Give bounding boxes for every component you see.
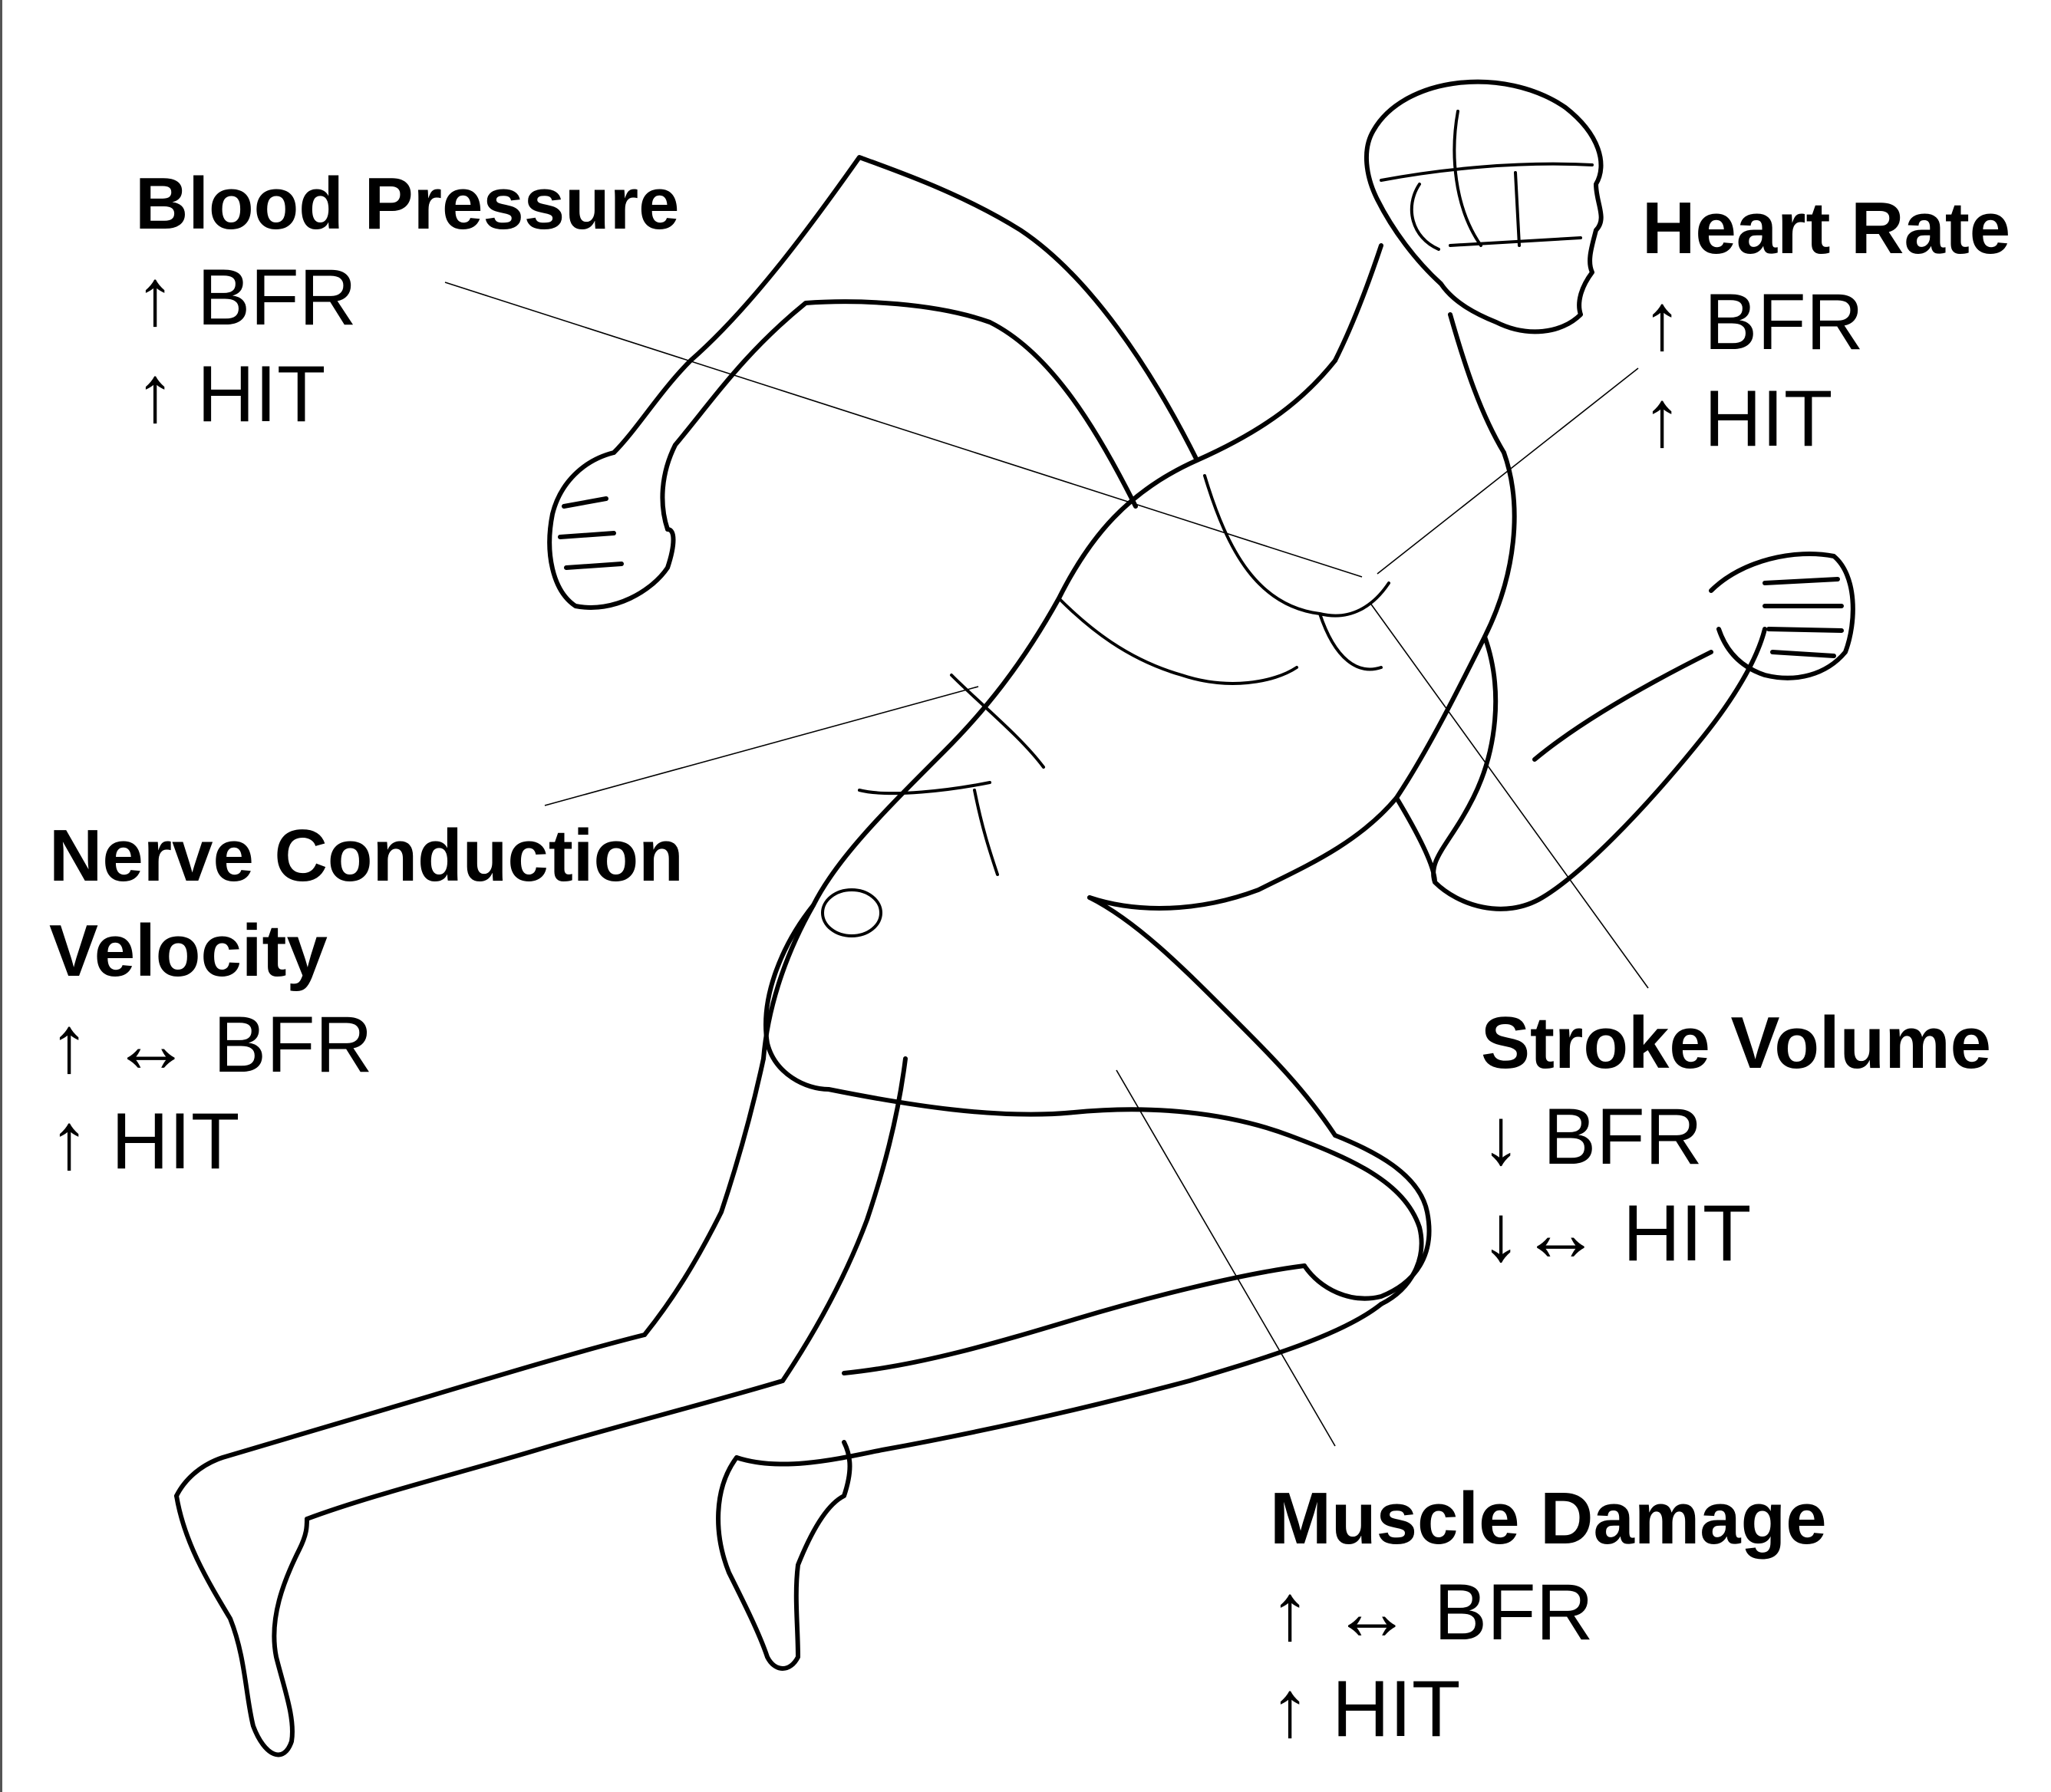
front-arm — [1396, 629, 1765, 909]
front-knee — [1304, 1135, 1429, 1299]
callout-blood-pressure: Blood Pressure ↑ BFR ↑ HIT — [135, 167, 680, 434]
rear-thigh — [645, 1059, 905, 1381]
neck — [1335, 245, 1504, 453]
front-thigh — [766, 898, 1421, 1304]
leader-heart-rate — [1377, 368, 1638, 574]
callout-title: Heart Rate — [1642, 192, 2010, 265]
callout-bfr: ↑ BFR — [1642, 282, 2010, 362]
abdomen — [859, 675, 1044, 875]
callout-nerve-conduction-velocity: Nerve Conduction Velocity ↑ ↔ BFR ↑ HIT — [49, 819, 684, 1181]
callout-title-line-1: Nerve Conduction — [49, 819, 684, 893]
front-fist — [1711, 554, 1853, 678]
callout-stroke-volume: Stroke Volume ↓ BFR ↓↔ HIT — [1481, 1006, 1991, 1273]
callout-hit: ↑ HIT — [135, 354, 680, 434]
rear-foot — [176, 1496, 307, 1754]
callout-hit: ↑ HIT — [1270, 1669, 1827, 1749]
torso — [763, 361, 1515, 1059]
callout-heart-rate: Heart Rate ↑ BFR ↑ HIT — [1642, 192, 2010, 459]
callout-title: Blood Pressure — [135, 167, 680, 241]
callout-muscle-damage: Muscle Damage ↑ ↔ BFR ↑ HIT — [1270, 1482, 1827, 1749]
head-construction — [1381, 111, 1592, 249]
rear-fist — [549, 453, 673, 608]
hip-joint — [823, 890, 881, 936]
rear-arm — [614, 157, 1197, 529]
callout-bfr: ↑ BFR — [135, 258, 680, 338]
callout-bfr: ↑ ↔ BFR — [49, 1005, 684, 1085]
callout-title-line-2: Velocity — [49, 914, 684, 988]
callout-hit: ↓↔ HIT — [1481, 1194, 1991, 1273]
callout-title: Stroke Volume — [1481, 1006, 1991, 1080]
callout-hit: ↑ HIT — [49, 1102, 684, 1181]
chest — [1059, 476, 1389, 684]
callout-title: Muscle Damage — [1270, 1482, 1827, 1556]
rear-shin — [176, 1335, 783, 1519]
leader-stroke-volume — [1370, 602, 1648, 988]
leader-nerve-conduction — [545, 687, 978, 805]
front-foot — [718, 1442, 849, 1668]
callout-hit: ↑ HIT — [1642, 379, 2010, 459]
head-outline — [1367, 82, 1601, 332]
callout-bfr: ↓ BFR — [1481, 1097, 1991, 1177]
callout-bfr: ↑ ↔ BFR — [1270, 1573, 1827, 1652]
